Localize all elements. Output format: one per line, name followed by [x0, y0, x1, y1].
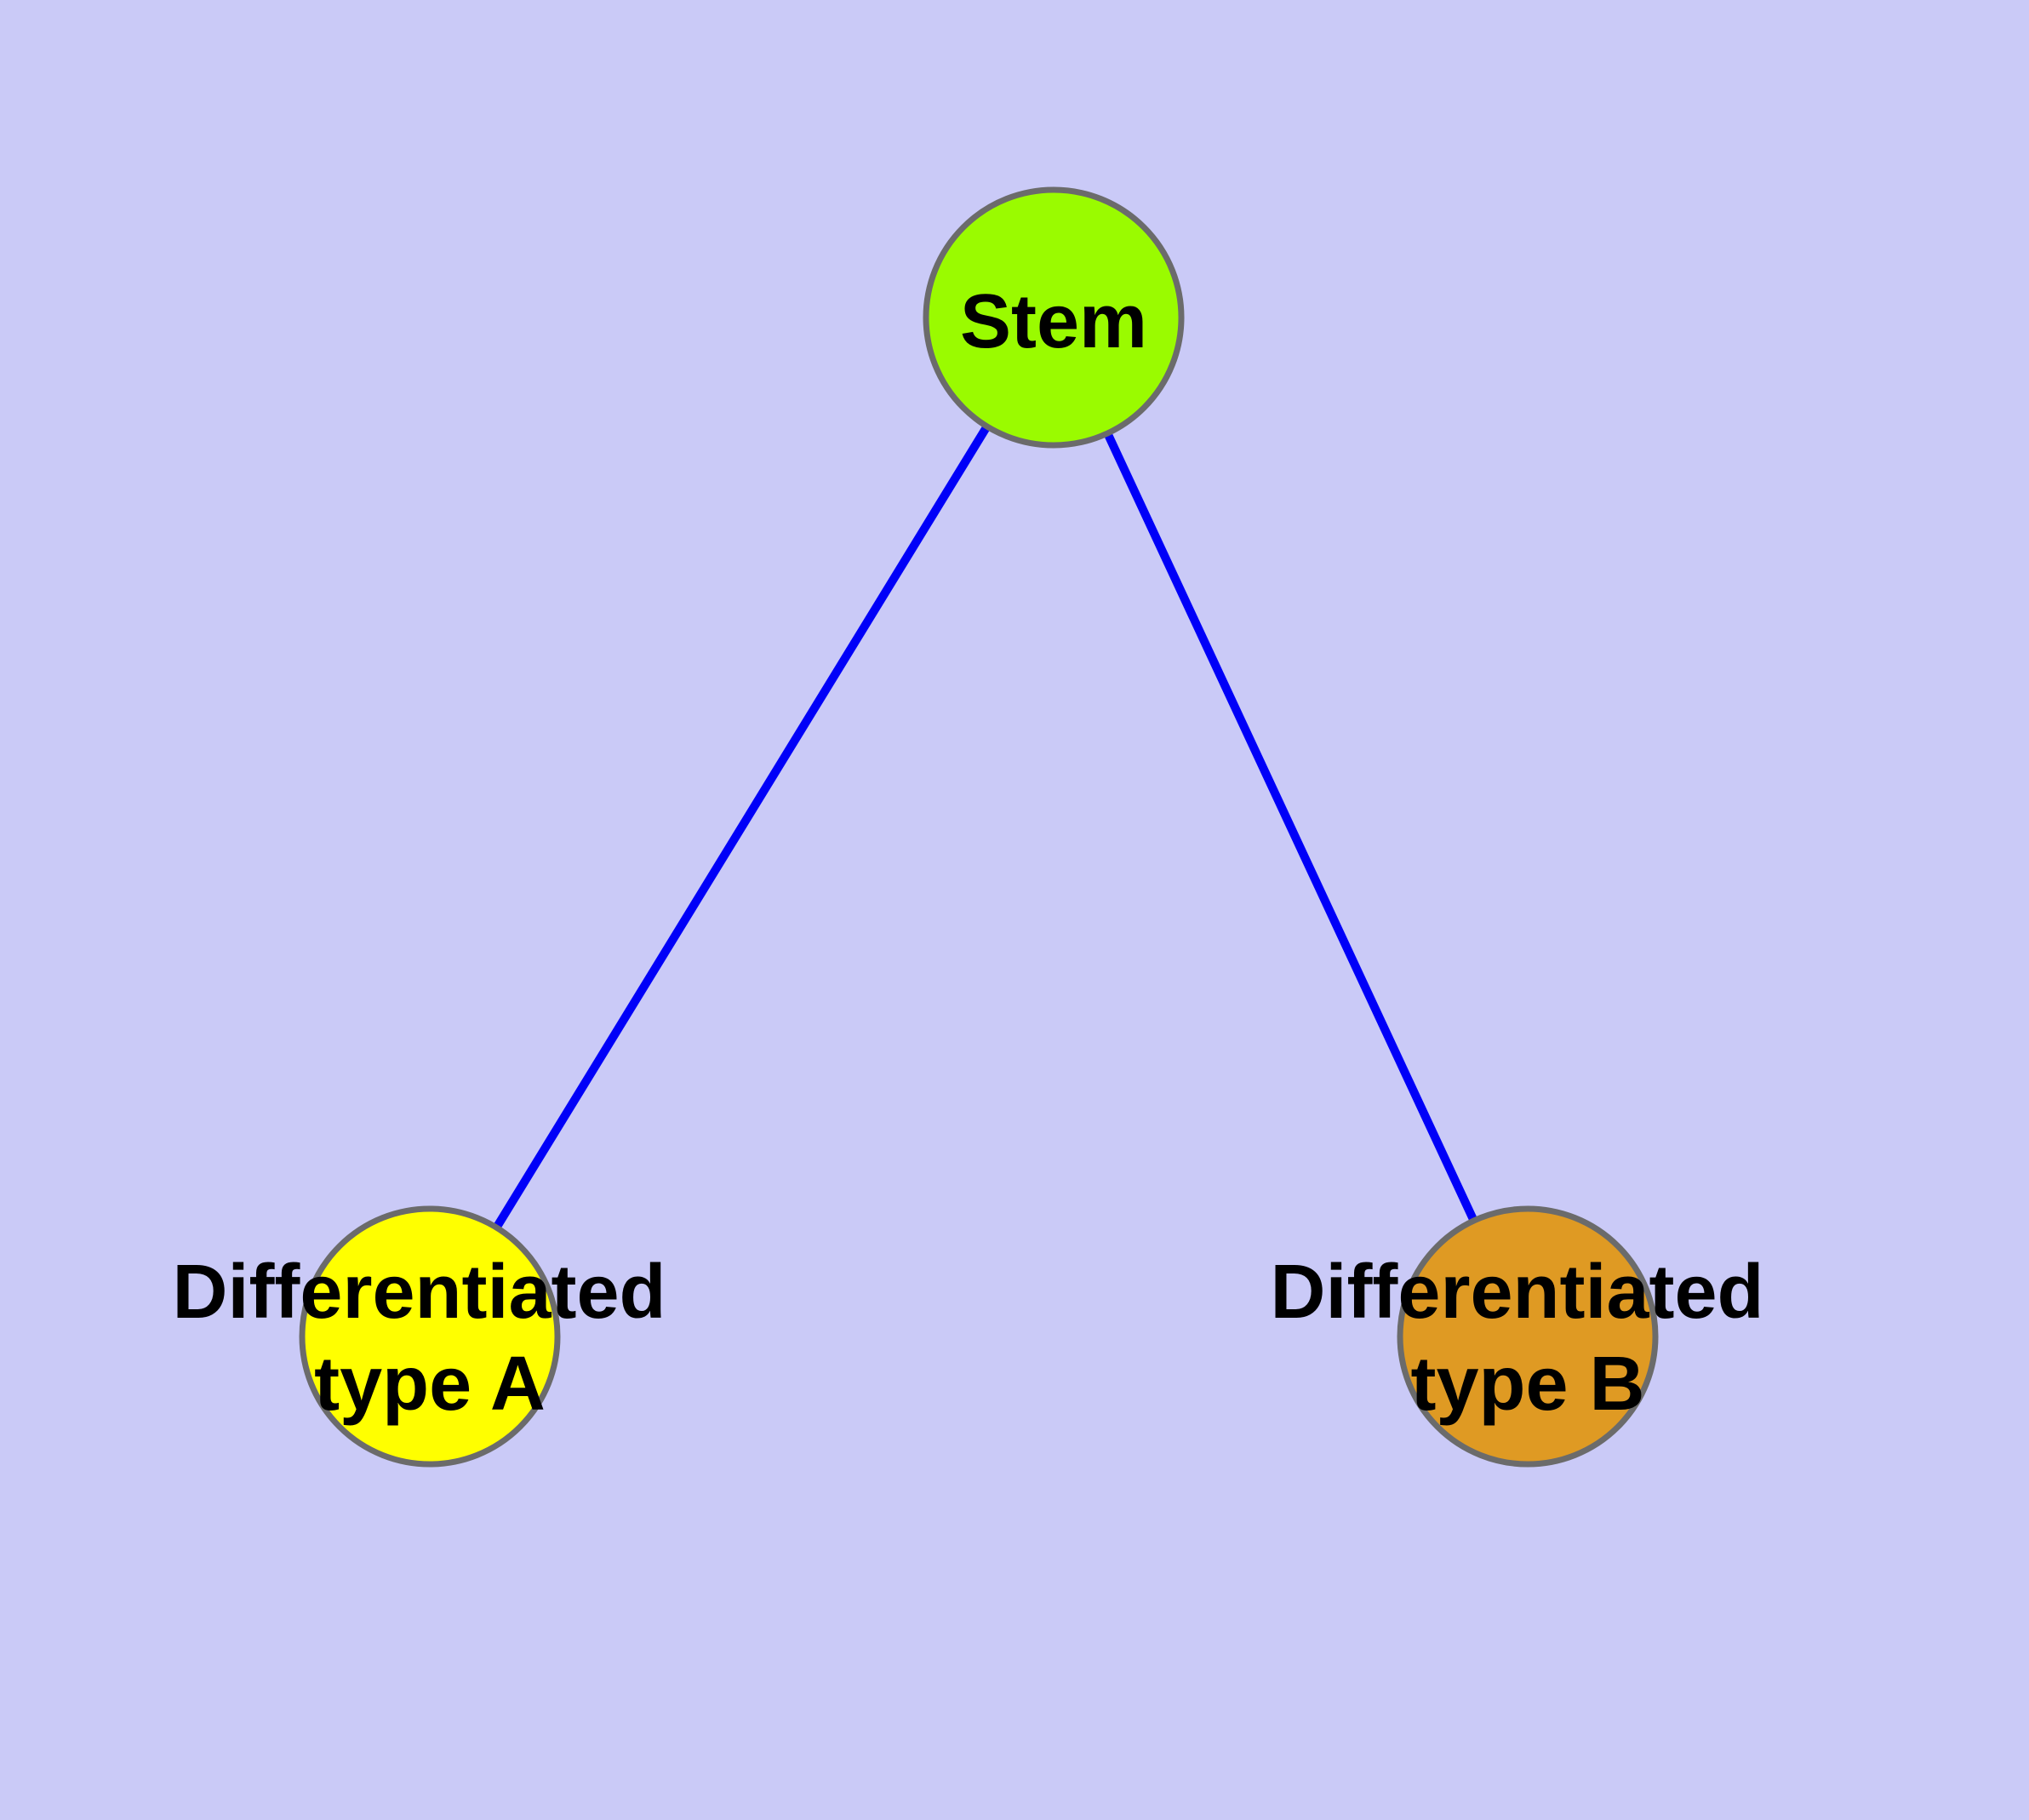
edge-stem-to-type-b	[1049, 315, 1532, 1339]
node-stem-label: Stem	[960, 279, 1147, 364]
node-stem	[923, 186, 1185, 449]
node-type-b-label: Differentiated type B	[1270, 1250, 1785, 1427]
node-stem-label-line-1: Stem	[960, 279, 1147, 364]
node-type-b-label-line-1: Differentiated	[1270, 1250, 1763, 1335]
node-type-a	[299, 1205, 561, 1468]
node-type-b-label-line-2: type B	[1410, 1342, 1644, 1427]
node-type-a-label-line-2: type A	[314, 1342, 546, 1427]
node-type-a-label: Differentiated type A	[172, 1250, 687, 1427]
node-type-b	[1397, 1205, 1659, 1468]
edge-stem-to-type-a	[426, 315, 1058, 1339]
node-type-a-label-line-1: Differentiated	[172, 1250, 666, 1335]
